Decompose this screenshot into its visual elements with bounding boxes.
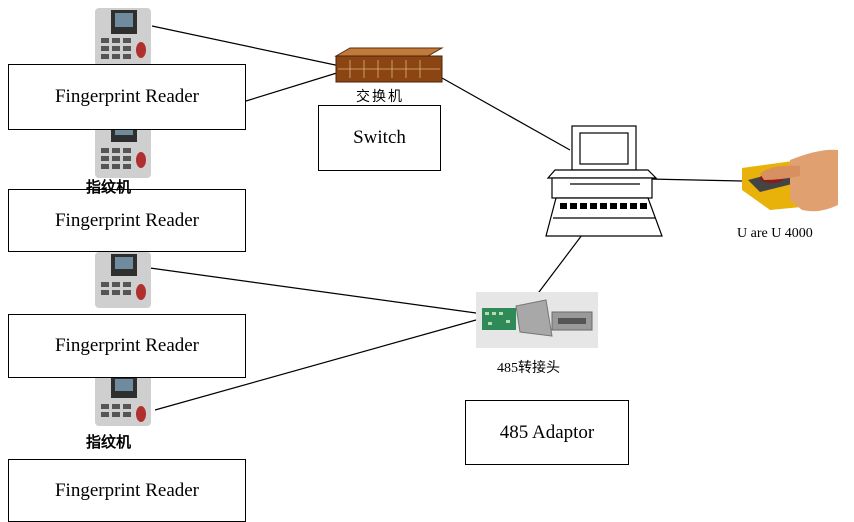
line-box1-switch: [245, 71, 341, 102]
fingerprint-reader-box: Fingerprint Reader: [8, 314, 246, 378]
uareu-label: U are U 4000: [737, 226, 813, 241]
line-switch-computer: [441, 77, 571, 151]
line-computer-scanner: [647, 178, 743, 182]
network-switch-icon: [334, 47, 444, 83]
connection-lines: [149, 25, 743, 411]
fingerprint-reader-box: Fingerprint Reader: [8, 64, 246, 130]
adaptor-cn-label: 485转接头: [497, 361, 560, 376]
reader-cn-label: 指纹机: [86, 178, 132, 196]
fingerprint-scanner-icon: [742, 149, 838, 212]
fingerprint-device-icon: [95, 252, 151, 308]
reader-cn-label: 指纹机: [86, 433, 132, 451]
fingerprint-device-icon: [95, 374, 151, 426]
adaptor-box: 485 Adaptor: [465, 400, 629, 465]
fingerprint-reader-box: Fingerprint Reader: [8, 459, 246, 522]
desktop-computer-icon: [545, 125, 663, 237]
line-computer-adaptor: [535, 234, 583, 297]
switch-cn-label: 交换机: [356, 90, 404, 105]
rs485-adaptor-icon: [476, 292, 598, 348]
line-reader1-switch: [151, 25, 341, 67]
line-reader4-adaptor: [154, 319, 477, 411]
fingerprint-device-icon: [95, 8, 151, 66]
line-reader3-adaptor: [149, 267, 477, 314]
switch-box: Switch: [318, 105, 441, 171]
fingerprint-reader-box: Fingerprint Reader: [8, 189, 246, 252]
